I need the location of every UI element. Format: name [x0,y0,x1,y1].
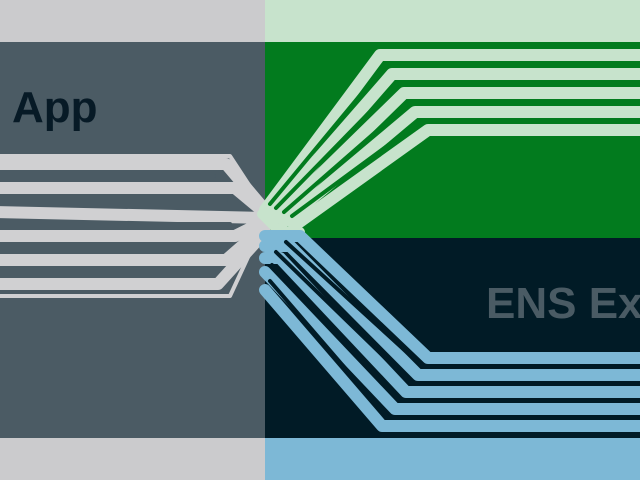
green-connector-5 [288,124,640,232]
blue-connector-5 [259,284,640,432]
green-connector-group [257,49,640,237]
blue-connector-group [259,230,640,432]
app-label: App [12,83,98,132]
right-bottom-background [265,438,640,480]
left-connector-3 [0,206,271,224]
left-connector-6 [0,226,271,290]
blue-connector-3 [259,252,640,398]
green-connector-1 [259,49,640,216]
green-connector-2 [264,68,640,220]
left-connector-5 [0,220,271,266]
green-connector-4 [278,106,640,228]
left-connector-4 [0,215,271,242]
blue-connector-4 [259,266,640,415]
blue-connector-2 [259,240,640,381]
green-connector-3 [270,87,640,224]
left-connector-2 [0,182,271,219]
right-top-background [265,0,640,42]
blue-connector-1 [259,230,640,364]
left-connector-group [0,154,271,298]
ens-exchange-label: ENS Ex [486,279,640,328]
